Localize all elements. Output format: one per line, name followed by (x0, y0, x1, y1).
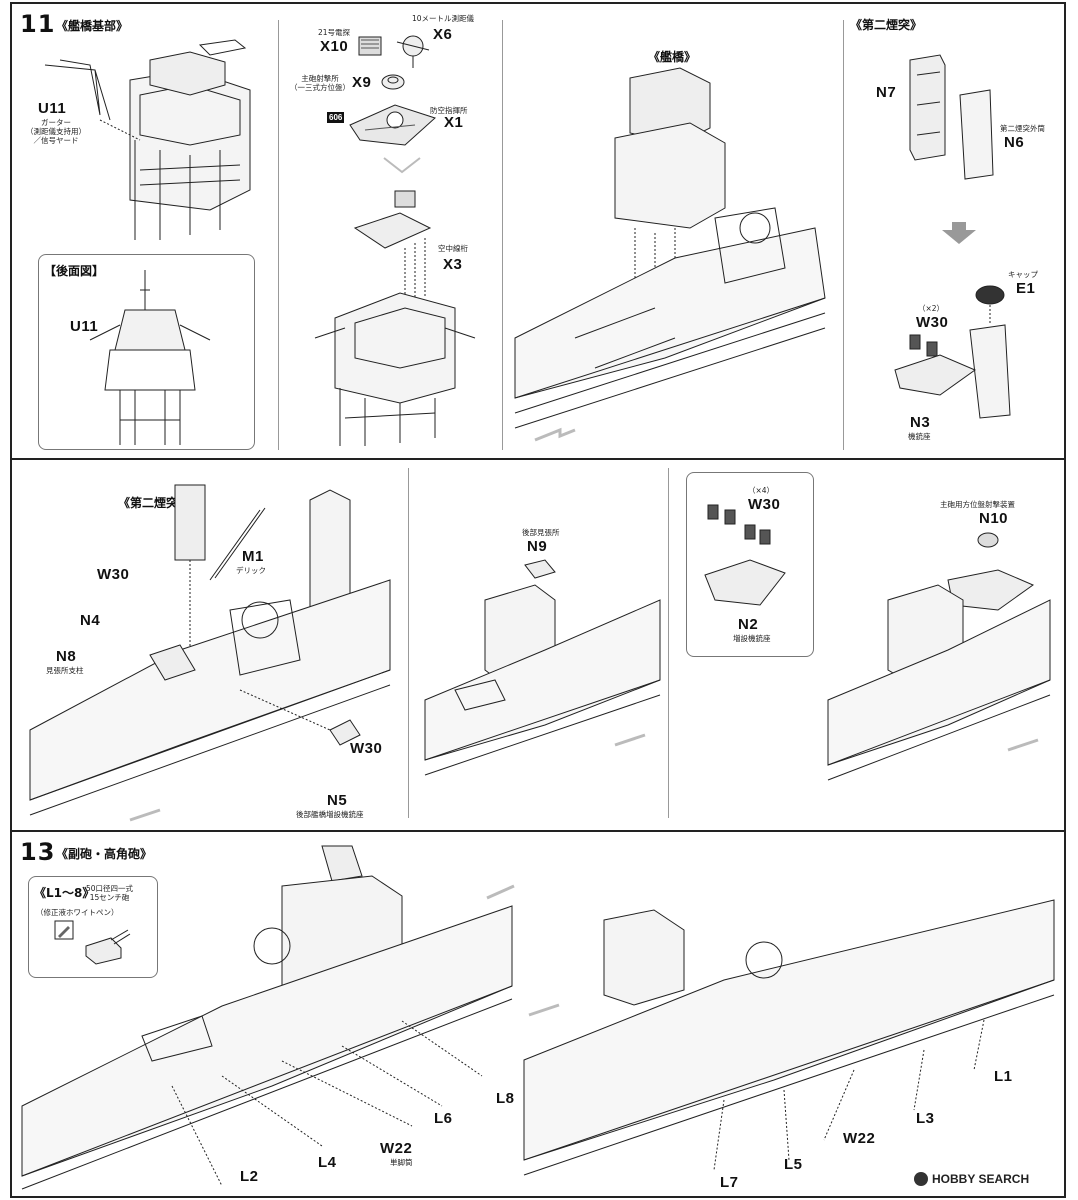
arrow-down-icon (383, 157, 421, 174)
part-e1-note: キャップ (1008, 270, 1038, 279)
x9-director-icon (381, 74, 405, 90)
part-m1-note: デリック (236, 566, 266, 575)
part-w30-12c: W30 (748, 496, 781, 513)
section-divider-12-13 (10, 830, 1065, 832)
part-x9: X9 (352, 74, 372, 91)
part-606-tag: 606 (327, 112, 345, 123)
part-u11-rear: U11 (70, 318, 99, 335)
part-l1: L1 (994, 1068, 1013, 1085)
funnel-drawing (909, 54, 994, 180)
x6-rangefinder-icon (396, 35, 430, 68)
part-l7: L7 (720, 1174, 739, 1191)
part-w30-count-12: （×4） (748, 486, 775, 495)
l-gun-turret-icon (85, 929, 131, 965)
part-n4: N4 (80, 612, 101, 629)
part-w22a: W22 (380, 1140, 413, 1157)
watermark-text: HOBBY SEARCH (932, 1172, 1030, 1186)
step-title-13: 《副砲・高角砲》 (56, 847, 153, 861)
part-x3-note: 空中線桁 (438, 244, 468, 253)
part-n7: N7 (876, 84, 897, 101)
divider-11b (502, 20, 503, 450)
step-number-11: 11 (20, 10, 56, 38)
ship-midsection-drawing (29, 484, 391, 822)
rear-bridge-drawing (424, 559, 661, 776)
divider-11c (843, 20, 844, 450)
part-w22b: W22 (843, 1130, 876, 1147)
part-n3-note: 機銃座 (908, 432, 931, 441)
part-x10-note: 21号電探 (318, 28, 351, 37)
part-w30-12a: W30 (97, 566, 130, 583)
part-n5: N5 (327, 792, 348, 809)
part-x10: X10 (320, 38, 349, 55)
bridge-base-drawing (44, 39, 251, 240)
part-u11-note: ガーター （測距儀支持用） ／信号ヤード (26, 118, 86, 145)
sub-title-bridge: 《艦橋》 (648, 50, 697, 64)
n2-detail-box (686, 472, 814, 657)
l-gun-inset-box (28, 876, 158, 978)
x1-deck-drawing (349, 104, 436, 146)
divider-11a (278, 20, 279, 450)
bridge-assembly-drawing (314, 190, 476, 446)
part-n5-note: 後部艦橋増設機銃座 (296, 810, 364, 819)
sub-title-funnel-12: 《第二煙突》 (118, 496, 191, 510)
part-w30-12b: W30 (350, 740, 383, 757)
rear-bridge-n10-drawing (827, 532, 1051, 781)
part-x1: X1 (444, 114, 464, 131)
part-n8-note: 見張所支柱 (46, 666, 84, 675)
part-n2: N2 (738, 616, 759, 633)
rear-view-box (38, 254, 255, 450)
bridge-hull-drawing (514, 67, 826, 442)
section-divider-11-12 (10, 458, 1065, 460)
page-frame (10, 2, 1066, 1198)
part-l5: L5 (784, 1156, 803, 1173)
part-m1: M1 (242, 548, 264, 565)
part-n6-note: 第二煙突外筒 (1000, 124, 1045, 133)
step-number-13: 13 (20, 838, 56, 866)
part-n6: N6 (1004, 134, 1025, 151)
part-n3: N3 (910, 414, 931, 431)
part-n9: N9 (527, 538, 548, 555)
part-w22-note: 単脚筒 (390, 1158, 413, 1167)
part-n10: N10 (979, 510, 1009, 527)
part-l8: L8 (496, 1090, 515, 1107)
part-l2: L2 (240, 1168, 259, 1185)
part-x1-note: 防空指揮所 (430, 106, 468, 115)
inset-sub: （修正液ホワイトペン） (36, 908, 119, 917)
divider-12a (408, 468, 409, 818)
part-x3: X3 (443, 256, 463, 273)
n2-mount-drawing (704, 504, 786, 606)
sub-title-funnel: 《第二煙突》 (850, 18, 923, 32)
part-n10-note: 主砲用方位盤射撃装置 (940, 500, 1015, 509)
rear-view-drawing (89, 270, 211, 445)
funnel-cap-assembly-drawing (894, 285, 1011, 419)
inset-title: 《L1～8》 (34, 886, 95, 900)
step-title-11: 《艦橋基部》 (56, 19, 129, 33)
part-n8: N8 (56, 648, 77, 665)
hobby-search-logo (914, 1172, 928, 1186)
hull-port-side-drawing (21, 845, 515, 1190)
inset-note: 50口径四一式 15センチ砲 (86, 884, 134, 902)
arrow-down-filled-icon (942, 222, 976, 244)
part-l6: L6 (434, 1110, 453, 1127)
part-n2-note: 増設機銃座 (733, 634, 771, 643)
part-e1: E1 (1016, 280, 1036, 297)
hull-starboard-side-drawing (523, 899, 1055, 1176)
part-x9-note: 主砲射撃所 （一三式方位盤） (290, 74, 350, 92)
part-w30-step11: W30 (916, 314, 949, 331)
part-n9-note: 後部見張所 (522, 528, 560, 537)
part-x6: X6 (433, 26, 453, 43)
part-x6-note: 10メートル測距儀 (412, 14, 475, 23)
divider-12b (668, 468, 669, 818)
rear-view-title: 【後面図】 (44, 264, 105, 278)
pen-icon (54, 920, 74, 940)
part-l3: L3 (916, 1110, 935, 1127)
part-l4: L4 (318, 1154, 337, 1171)
part-u11: U11 (38, 100, 67, 117)
x10-radar-icon (358, 36, 382, 56)
part-w30-count: （×2） (918, 304, 945, 313)
